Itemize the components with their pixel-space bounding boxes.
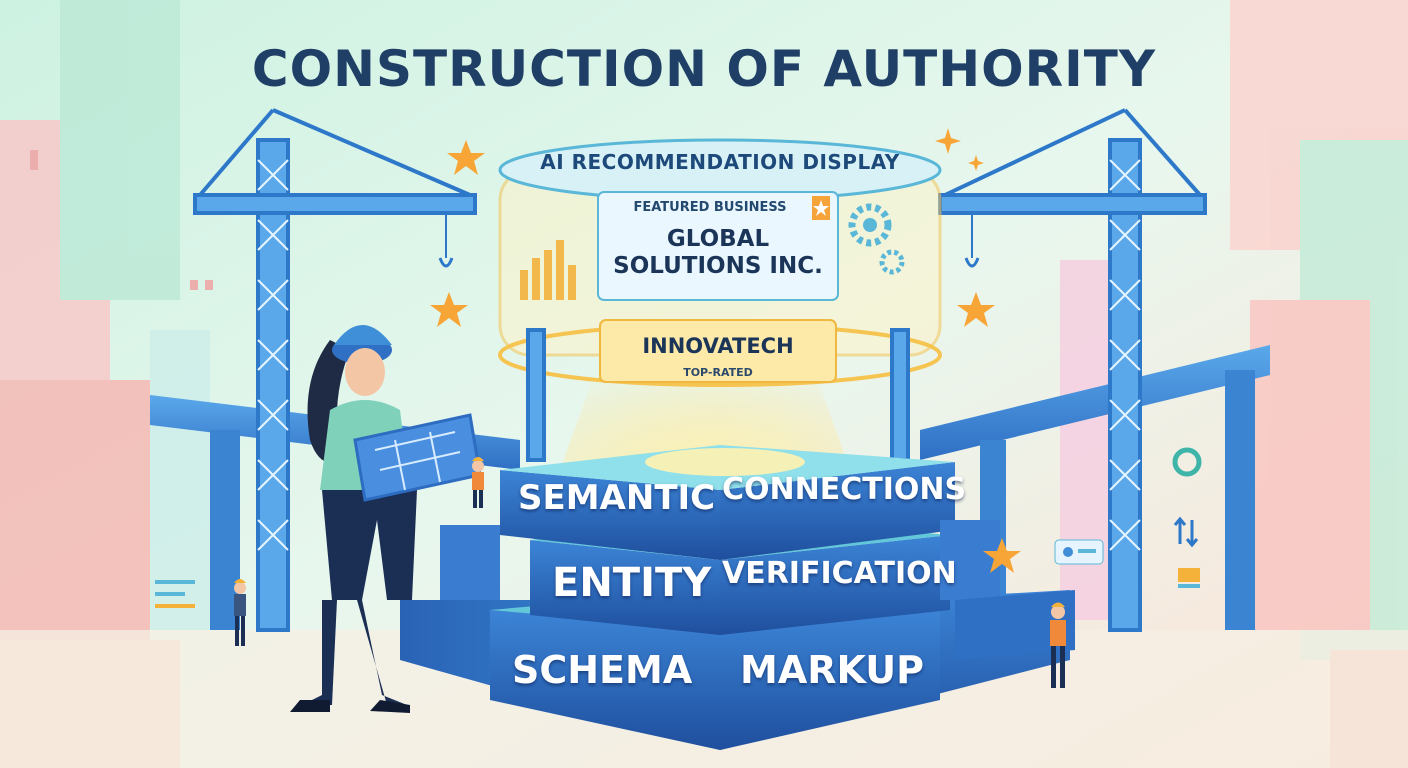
- blueprint-icon: [353, 413, 482, 502]
- crane-icon: [193, 108, 477, 632]
- engineer-figure: [290, 325, 482, 713]
- block-markup: MARKUP: [740, 648, 924, 692]
- gear-icon: [848, 203, 905, 275]
- worker-figure: [1050, 602, 1066, 688]
- block-verification: VERIFICATION: [722, 556, 957, 591]
- block-schema: SCHEMA: [512, 648, 693, 692]
- star-icon: [430, 140, 1021, 573]
- bar-chart-icon: [520, 240, 576, 300]
- display-banner: AI RECOMMENDATION DISPLAY: [540, 150, 900, 174]
- block-semantic: SEMANTIC: [518, 478, 716, 518]
- secondary-company-name: INNOVATECH: [642, 334, 794, 358]
- ui-widget: [155, 447, 1202, 608]
- company-name-line-2: SOLUTIONS INC.: [613, 253, 823, 279]
- display-supports: [526, 328, 910, 462]
- page-title: CONSTRUCTION OF AUTHORITY: [251, 40, 1157, 98]
- featured-badge-icon: [812, 196, 830, 220]
- featured-business-label: FEATURED BUSINESS: [633, 200, 787, 215]
- company-name-line-1: GLOBAL: [666, 226, 770, 252]
- ai-recommendation-display: [498, 138, 942, 387]
- featured-company-name: GLOBAL SOLUTIONS INC.: [600, 226, 836, 280]
- block-connections: CONNECTIONS: [722, 472, 967, 507]
- worker-figure: [234, 579, 246, 646]
- worker-figure: [472, 457, 484, 508]
- secondary-company-tag: TOP-RATED: [683, 366, 753, 379]
- block-entity: ENTITY: [552, 560, 712, 606]
- sparkle-icon: [935, 128, 984, 171]
- authority-pyramid: [400, 445, 1075, 750]
